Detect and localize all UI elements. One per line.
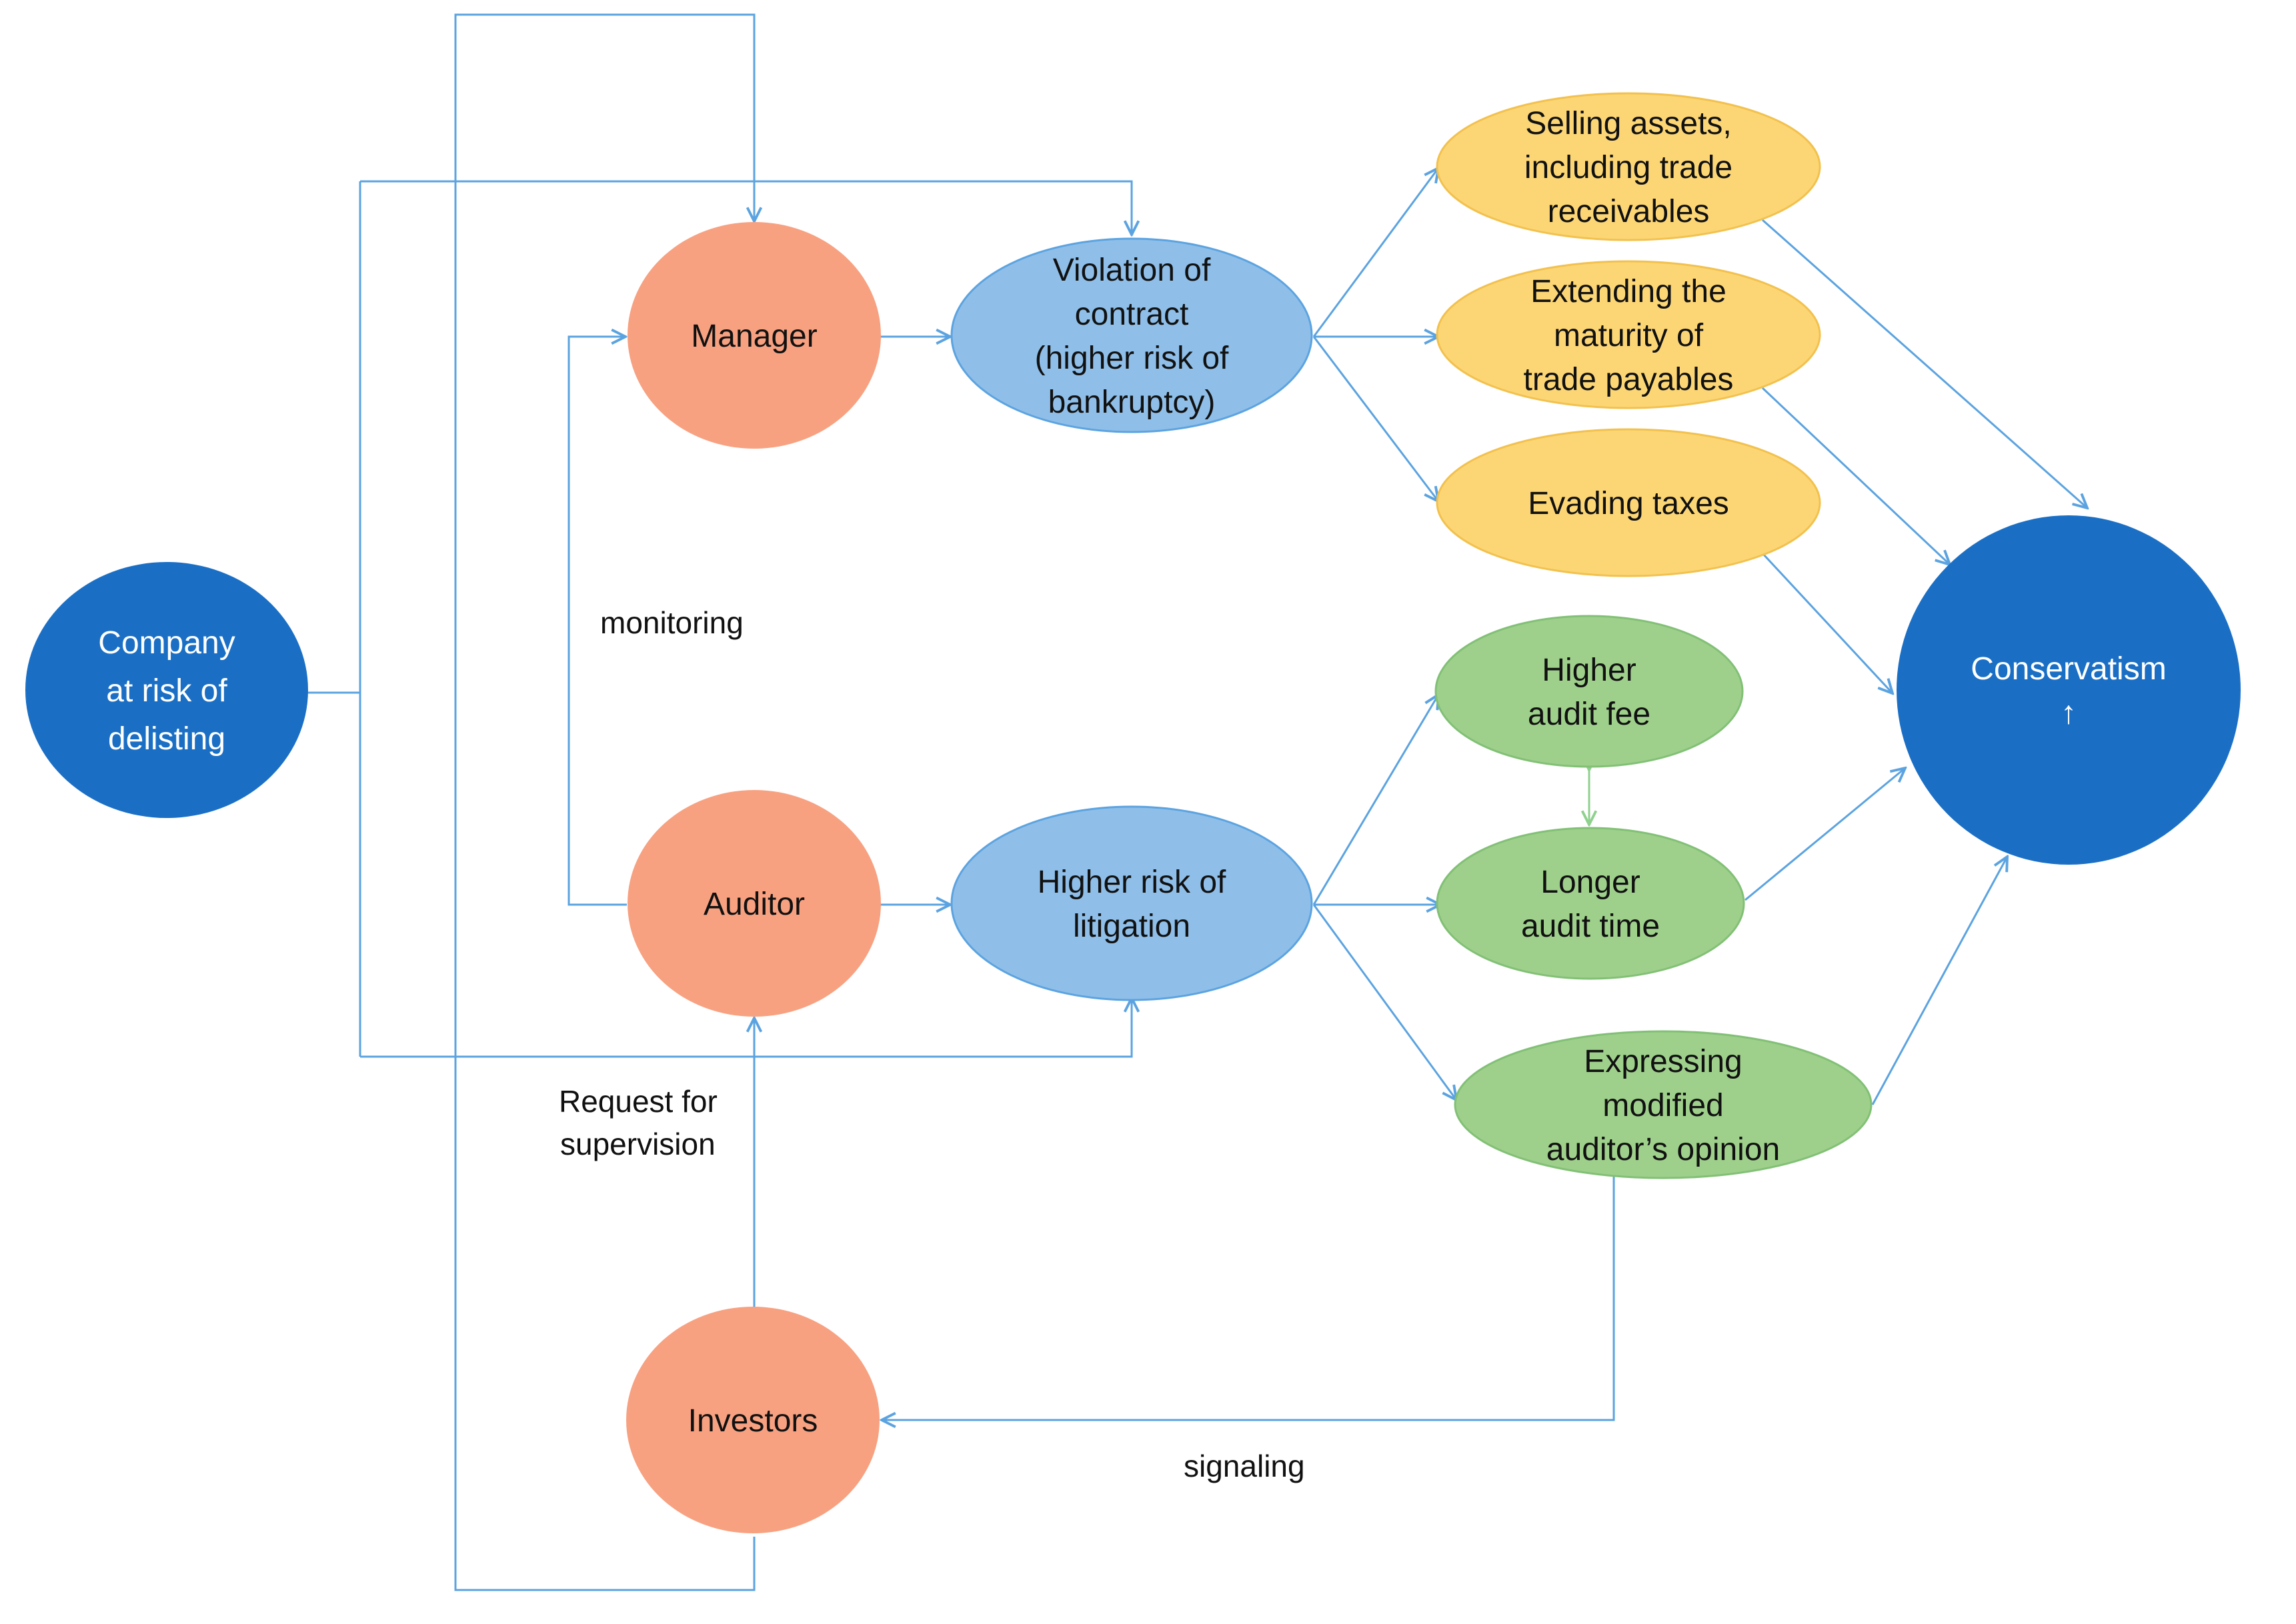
extending-label-line: Extending the — [1530, 274, 1727, 309]
opinion-shape — [1454, 1030, 1873, 1179]
litigation-to-fee-arrow — [1312, 695, 1438, 905]
auditor-label-line: Auditor — [704, 887, 805, 922]
time-to-conservatism-arrow — [1745, 768, 1905, 901]
investors-shape — [626, 1307, 880, 1533]
manager-shape — [628, 222, 881, 449]
litigation-node: Higher risk of litigation — [950, 805, 1313, 1001]
company-to-violation-arrow — [360, 180, 1132, 235]
investors-label-line: Investors — [688, 1403, 818, 1439]
time-shape — [1436, 827, 1745, 980]
conservatism-shape — [1897, 515, 2241, 865]
evading-shape — [1436, 428, 1821, 577]
company-shape — [25, 562, 308, 818]
investors-label: Investors — [688, 1403, 818, 1439]
violation-to-selling-arrow — [1312, 168, 1438, 337]
opinion-label: Expressing modified auditor’s opinion — [1546, 1044, 1780, 1167]
violation-label-line: contract — [1075, 297, 1189, 332]
company-label-line: delisting — [108, 721, 225, 757]
manager-label-line: Manager — [691, 319, 817, 354]
auditor-monitors-manager-arrow — [567, 337, 627, 906]
evading-to-conservatism-arrow — [1761, 552, 1893, 693]
selling-shape — [1436, 92, 1821, 241]
opinion-label-line: Expressing — [1584, 1044, 1742, 1079]
time-label-line: audit time — [1521, 909, 1660, 944]
opinion-node: Expressing modified auditor’s opinion — [1454, 1030, 1873, 1179]
company-label-line: Company — [98, 625, 235, 661]
selling-label-line: Selling assets, — [1525, 106, 1732, 141]
violation-to-evading-arrow — [1312, 336, 1438, 501]
conservatism-label: Conservatism ↑ — [1971, 651, 2166, 731]
request-for-label: Request for — [559, 1084, 718, 1119]
opinion-to-conservatism-arrow — [1871, 857, 2007, 1105]
company-label-line: at risk of — [106, 673, 227, 709]
fee-label: Higher audit fee — [1528, 653, 1650, 732]
company-to-litigation-arrow — [360, 998, 1132, 1058]
time-node: Longer audit time — [1436, 827, 1745, 980]
manager-node: Manager — [628, 222, 881, 449]
auditor-node: Auditor — [628, 790, 881, 1017]
supervision-label: supervision — [560, 1127, 716, 1161]
conservatism-node: Conservatism ↑ — [1897, 515, 2241, 865]
selling-node: Selling assets, including trade receivable… — [1436, 92, 1821, 241]
investors-node: Investors — [626, 1307, 880, 1533]
evading-label: Evading taxes — [1528, 486, 1729, 521]
violation-label-line: bankruptcy) — [1048, 385, 1216, 420]
violation-node: Violation of contract (higher risk of bankr… — [950, 237, 1313, 433]
selling-to-conservatism-arrow — [1762, 219, 2087, 508]
litigation-label-line: Higher risk of — [1038, 865, 1226, 900]
evading-label-line: Evading taxes — [1528, 486, 1729, 521]
conservatism-label-line: ↑ — [2061, 695, 2077, 731]
auditor-label: Auditor — [704, 887, 805, 922]
company-label: Company at risk of delisting — [98, 625, 235, 757]
opinion-signals-investors-arrow — [882, 1170, 1615, 1420]
opinion-label-line: modified — [1602, 1088, 1723, 1123]
extending-shape — [1436, 260, 1821, 409]
monitoring-label: monitoring — [600, 605, 744, 640]
company-node: Company at risk of delisting — [25, 562, 308, 818]
extending-label-line: maturity of — [1554, 318, 1704, 353]
opinion-label-line: auditor’s opinion — [1546, 1132, 1780, 1167]
violation-label: Violation of contract (higher risk of bankr… — [1035, 253, 1229, 420]
fee-shape — [1434, 615, 1744, 768]
selling-label-line: receivables — [1548, 194, 1710, 229]
auditor-shape — [628, 790, 881, 1017]
selling-label-line: including trade — [1524, 150, 1733, 185]
fee-label-line: Higher — [1542, 653, 1636, 688]
extending-label: Extending the maturity of trade payables — [1524, 274, 1734, 397]
litigation-label: Higher risk of litigation — [1038, 865, 1226, 944]
violation-label-line: (higher risk of — [1035, 341, 1229, 376]
extending-node: Extending the maturity of trade payables — [1436, 260, 1821, 409]
extending-label-line: trade payables — [1524, 362, 1734, 397]
litigation-label-line: litigation — [1073, 909, 1190, 944]
fee-label-line: audit fee — [1528, 697, 1650, 732]
investors-to-manager-arrow — [454, 13, 754, 1591]
signaling-label: signaling — [1184, 1449, 1305, 1483]
time-label: Longer audit time — [1521, 865, 1660, 944]
extending-to-conservatism-arrow — [1761, 387, 1950, 565]
time-label-line: Longer — [1540, 865, 1640, 900]
evading-node: Evading taxes — [1436, 428, 1821, 577]
fee-node: Higher audit fee — [1434, 615, 1744, 768]
violation-label-line: Violation of — [1053, 253, 1211, 288]
litigation-to-opinion-arrow — [1312, 904, 1456, 1100]
violation-shape — [950, 237, 1313, 433]
litigation-shape — [950, 805, 1313, 1001]
selling-label: Selling assets, including trade receivable… — [1524, 106, 1733, 229]
manager-label: Manager — [691, 319, 817, 354]
conservatism-label-line: Conservatism — [1971, 651, 2166, 687]
